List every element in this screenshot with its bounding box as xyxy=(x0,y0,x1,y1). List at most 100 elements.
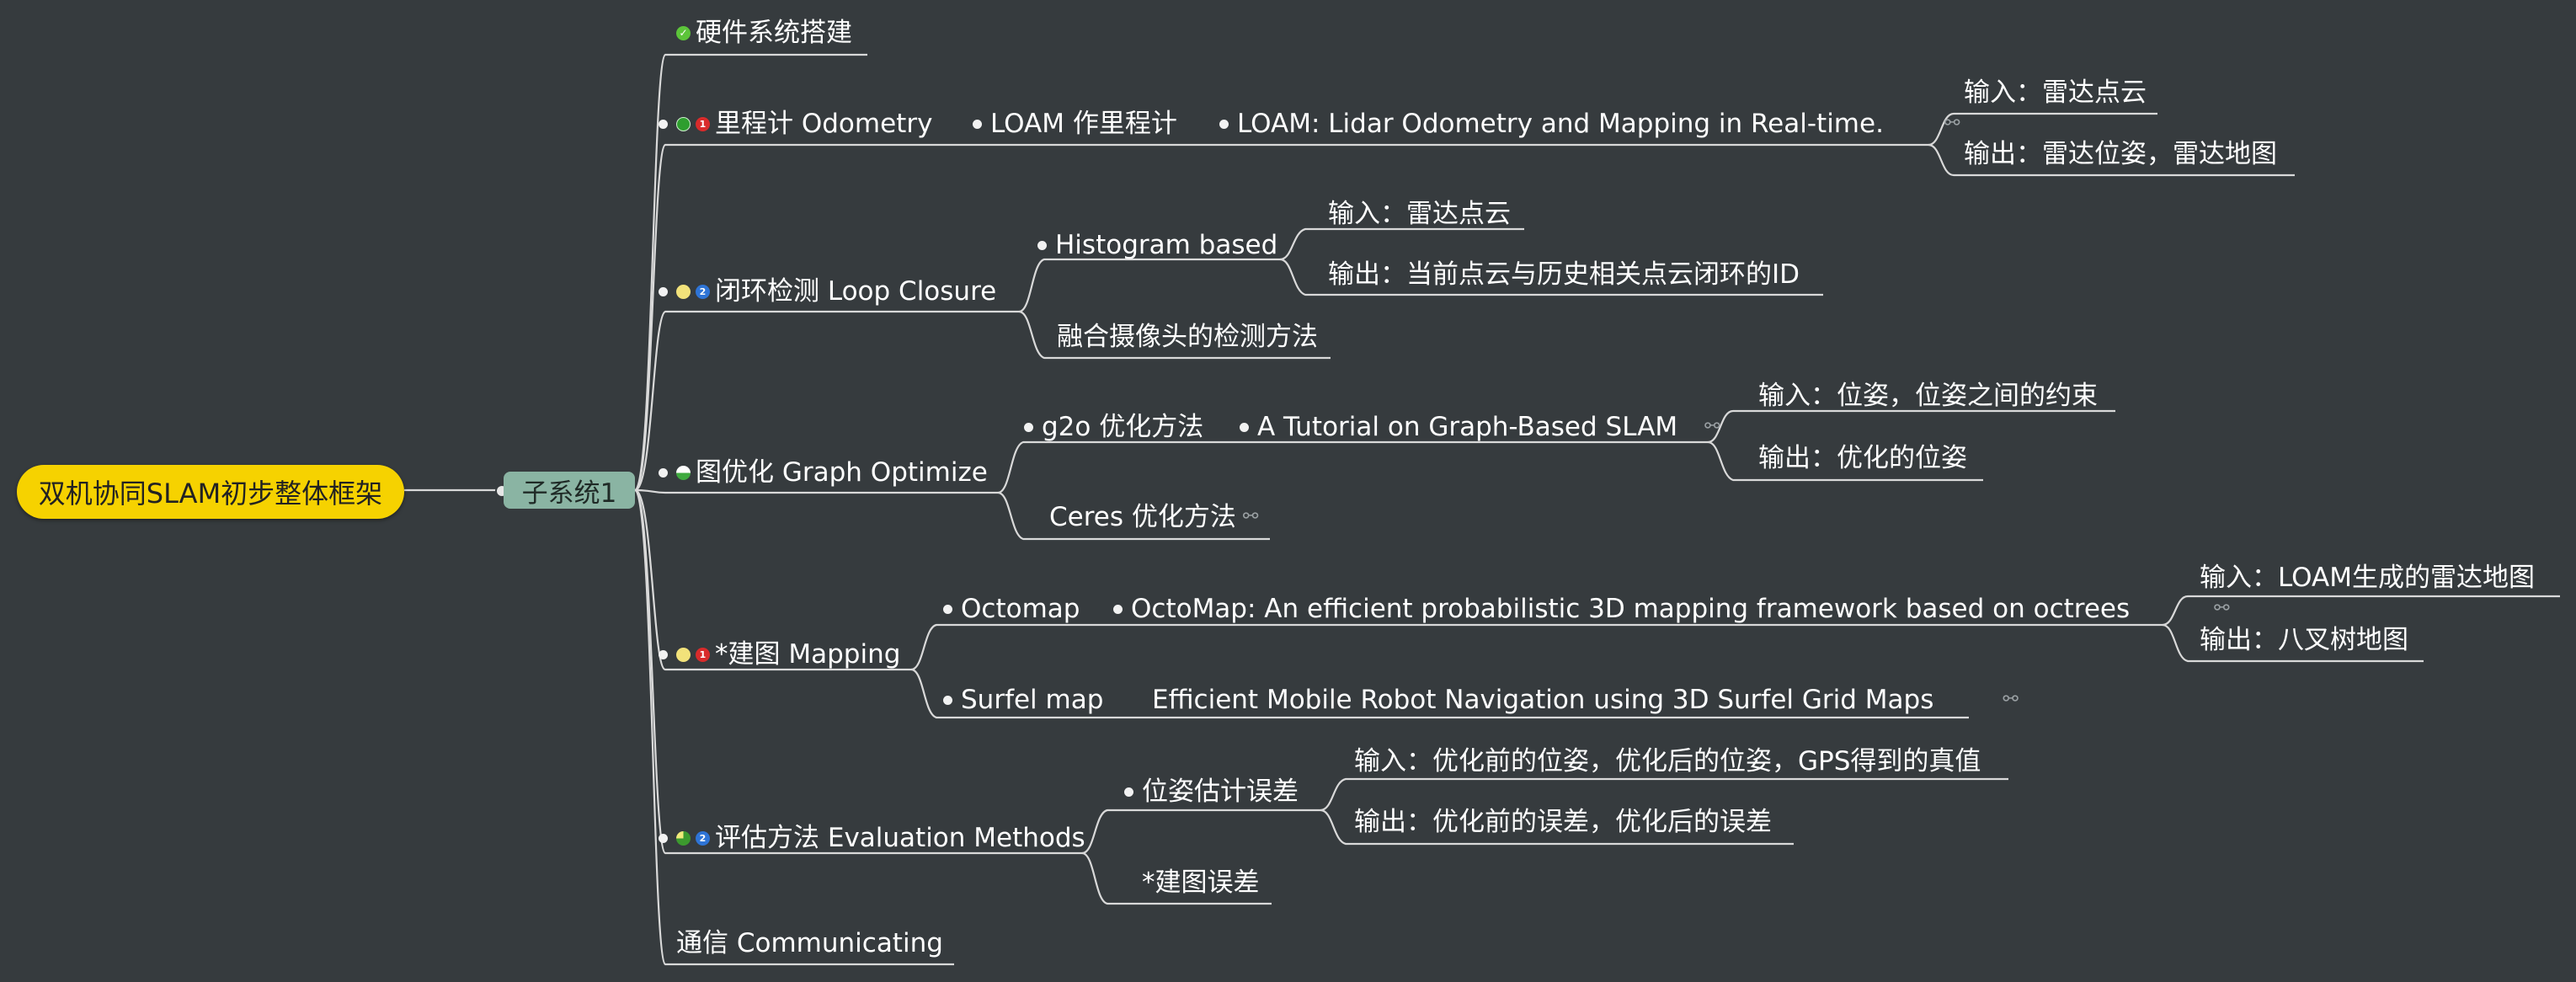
mapping-surfel[interactable]: Surfel map xyxy=(943,683,1103,717)
branch-loop-closure[interactable]: 2 闭环检测 Loop Closure xyxy=(659,275,996,308)
branch-evaluation[interactable]: 2 评估方法 Evaluation Methods xyxy=(659,821,1085,855)
connector-camera xyxy=(1018,310,1331,360)
odometry-paper[interactable]: LOAM: Lidar Odometry and Mapping in Real… xyxy=(1219,107,1960,141)
root-topic[interactable]: 双机协同SLAM初步整体框架 xyxy=(17,465,404,519)
mapping-surfel-label: Surfel map xyxy=(961,685,1104,715)
priority-1-icon: 1 xyxy=(696,116,710,131)
branch-communicating-label: 通信 Communicating xyxy=(676,928,943,958)
bullet-icon xyxy=(659,833,668,843)
connector-loop xyxy=(634,310,1019,492)
priority-2-icon: 2 xyxy=(696,830,710,846)
subsystem-topic-label: 子系统1 xyxy=(521,478,617,509)
mapping-output-label: 输出：八叉树地图 xyxy=(2200,625,2408,655)
branch-graph-optimize[interactable]: 图优化 Graph Optimize xyxy=(659,456,988,489)
graph-g2o-label: g2o 优化方法 xyxy=(1042,412,1204,442)
mapping-input[interactable]: 输入：LOAM生成的雷达地图 xyxy=(2200,561,2535,595)
odometry-input[interactable]: 输入：雷达点云 xyxy=(1964,76,2147,109)
connector-odometry-output xyxy=(1928,143,2295,177)
connector-evaluation xyxy=(633,488,1082,855)
loop-hist-output-label: 输出：当前点云与历史相关点云闭环的ID xyxy=(1328,259,1800,290)
graph-input[interactable]: 输入：位姿，位姿之间的约束 xyxy=(1758,379,2098,413)
bullet-icon xyxy=(659,119,668,129)
graph-ceres[interactable]: Ceres 优化方法 ⚯ xyxy=(1049,500,1258,534)
connector-octomap-output xyxy=(2162,623,2424,663)
bullet-icon xyxy=(1219,119,1229,129)
bullet-icon xyxy=(943,604,952,614)
branch-hardware[interactable]: 硬件系统搭建 xyxy=(676,16,852,50)
branch-odometry[interactable]: 1 里程计 Odometry xyxy=(659,107,932,141)
task-half-icon xyxy=(676,465,691,480)
branch-loop-closure-label: 闭环检测 Loop Closure xyxy=(715,276,997,307)
mapping-input-label: 输入：LOAM生成的雷达地图 xyxy=(2200,563,2535,593)
branch-mapping-label: *建图 Mapping xyxy=(715,639,901,670)
loop-histogram-label: Histogram based xyxy=(1055,230,1278,260)
branch-communicating[interactable]: 通信 Communicating xyxy=(676,926,943,960)
evaluation-output[interactable]: 输出：优化前的误差，优化后的误差 xyxy=(1354,805,1772,839)
loop-hist-input[interactable]: 输入：雷达点云 xyxy=(1328,197,1511,231)
bullet-icon xyxy=(659,649,668,659)
evaluation-output-label: 输出：优化前的误差，优化后的误差 xyxy=(1354,807,1772,837)
link-icon[interactable]: ⚯ xyxy=(2003,689,2019,710)
mapping-octomap-paper[interactable]: OctoMap: An efficient probabilistic 3D m… xyxy=(1113,592,2230,626)
graph-g2o[interactable]: g2o 优化方法 xyxy=(1024,410,1203,444)
priority-1-icon: 1 xyxy=(696,647,710,662)
mapping-octomap[interactable]: Octomap xyxy=(943,592,1080,626)
bullet-icon xyxy=(973,119,982,129)
bullet-icon xyxy=(1113,604,1123,614)
branch-odometry-label: 里程计 Odometry xyxy=(715,109,933,139)
subsystem-topic[interactable]: 子系统1 xyxy=(504,472,635,509)
odometry-loam[interactable]: LOAM 作里程计 xyxy=(973,107,1177,141)
connector-odometry xyxy=(633,143,1002,492)
branch-mapping[interactable]: 1 *建图 Mapping xyxy=(659,638,900,671)
loop-histogram[interactable]: Histogram based xyxy=(1037,228,1277,262)
bullet-icon xyxy=(1024,422,1033,432)
mapping-output[interactable]: 输出：八叉树地图 xyxy=(2200,623,2408,657)
connector-octomap xyxy=(910,623,2163,671)
graph-tutorial[interactable]: A Tutorial on Graph-Based SLAM ⚯ xyxy=(1240,410,1720,444)
link-icon[interactable]: ⚯ xyxy=(2214,598,2230,619)
loop-hist-output[interactable]: 输出：当前点云与历史相关点云闭环的ID xyxy=(1328,258,1800,291)
evaluation-map-error[interactable]: *建图误差 xyxy=(1142,866,1260,899)
link-icon[interactable]: ⚯ xyxy=(1242,506,1259,527)
loop-camera-label: 融合摄像头的检测方法 xyxy=(1057,322,1318,352)
priority-2-icon: 2 xyxy=(696,284,710,299)
connector-map-error xyxy=(1081,851,1272,905)
connector-histogram xyxy=(1018,258,1280,313)
odometry-output[interactable]: 输出：雷达位姿，雷达地图 xyxy=(1964,137,2277,171)
link-icon[interactable]: ⚯ xyxy=(1704,416,1720,437)
connector-graph xyxy=(634,488,998,494)
connector-surfel xyxy=(910,668,1969,719)
odometry-output-label: 输出：雷达位姿，雷达地图 xyxy=(1964,139,2277,169)
connector-pose-output xyxy=(1320,809,1794,846)
odometry-input-label: 输入：雷达点云 xyxy=(1964,77,2147,108)
graph-output[interactable]: 输出：优化的位姿 xyxy=(1758,441,1967,475)
connector-octomap-input xyxy=(2162,595,2560,627)
connector-mapping xyxy=(634,488,911,671)
task-complete-icon xyxy=(676,25,691,40)
loop-camera[interactable]: 融合摄像头的检测方法 xyxy=(1057,320,1318,354)
connector-g2o xyxy=(997,440,1708,494)
task-progress-icon xyxy=(676,116,691,131)
graph-input-label: 输入：位姿，位姿之间的约束 xyxy=(1758,381,2098,411)
mapping-surfel-paper[interactable]: Efficient Mobile Robot Navigation using … xyxy=(1152,683,2019,717)
task-start-icon xyxy=(676,284,691,299)
loop-hist-input-label: 输入：雷达点云 xyxy=(1328,199,1511,229)
graph-output-label: 输出：优化的位姿 xyxy=(1758,443,1967,473)
evaluation-pose-error[interactable]: 位姿估计误差 xyxy=(1124,775,1299,809)
connector-ceres xyxy=(997,491,1270,541)
bullet-icon xyxy=(1037,240,1047,250)
connector-pose-error xyxy=(1081,809,1320,855)
bullet-icon xyxy=(1124,787,1133,797)
link-icon[interactable]: ⚯ xyxy=(1944,113,1960,134)
connector-tutorial-output xyxy=(1707,440,1983,482)
bullet-icon xyxy=(659,286,668,296)
connector-tutorial-input xyxy=(1707,409,2115,444)
evaluation-input[interactable]: 输入：优化前的位姿，优化后的位姿，GPS得到的真值 xyxy=(1354,745,1981,778)
connector-odometry-input xyxy=(1928,112,2157,147)
evaluation-pose-error-label: 位姿估计误差 xyxy=(1142,777,1299,807)
mapping-surfel-paper-label: Efficient Mobile Robot Navigation using … xyxy=(1152,685,1934,715)
task-mostly-done-icon xyxy=(676,830,691,846)
connector-hist-output xyxy=(1279,258,1823,296)
